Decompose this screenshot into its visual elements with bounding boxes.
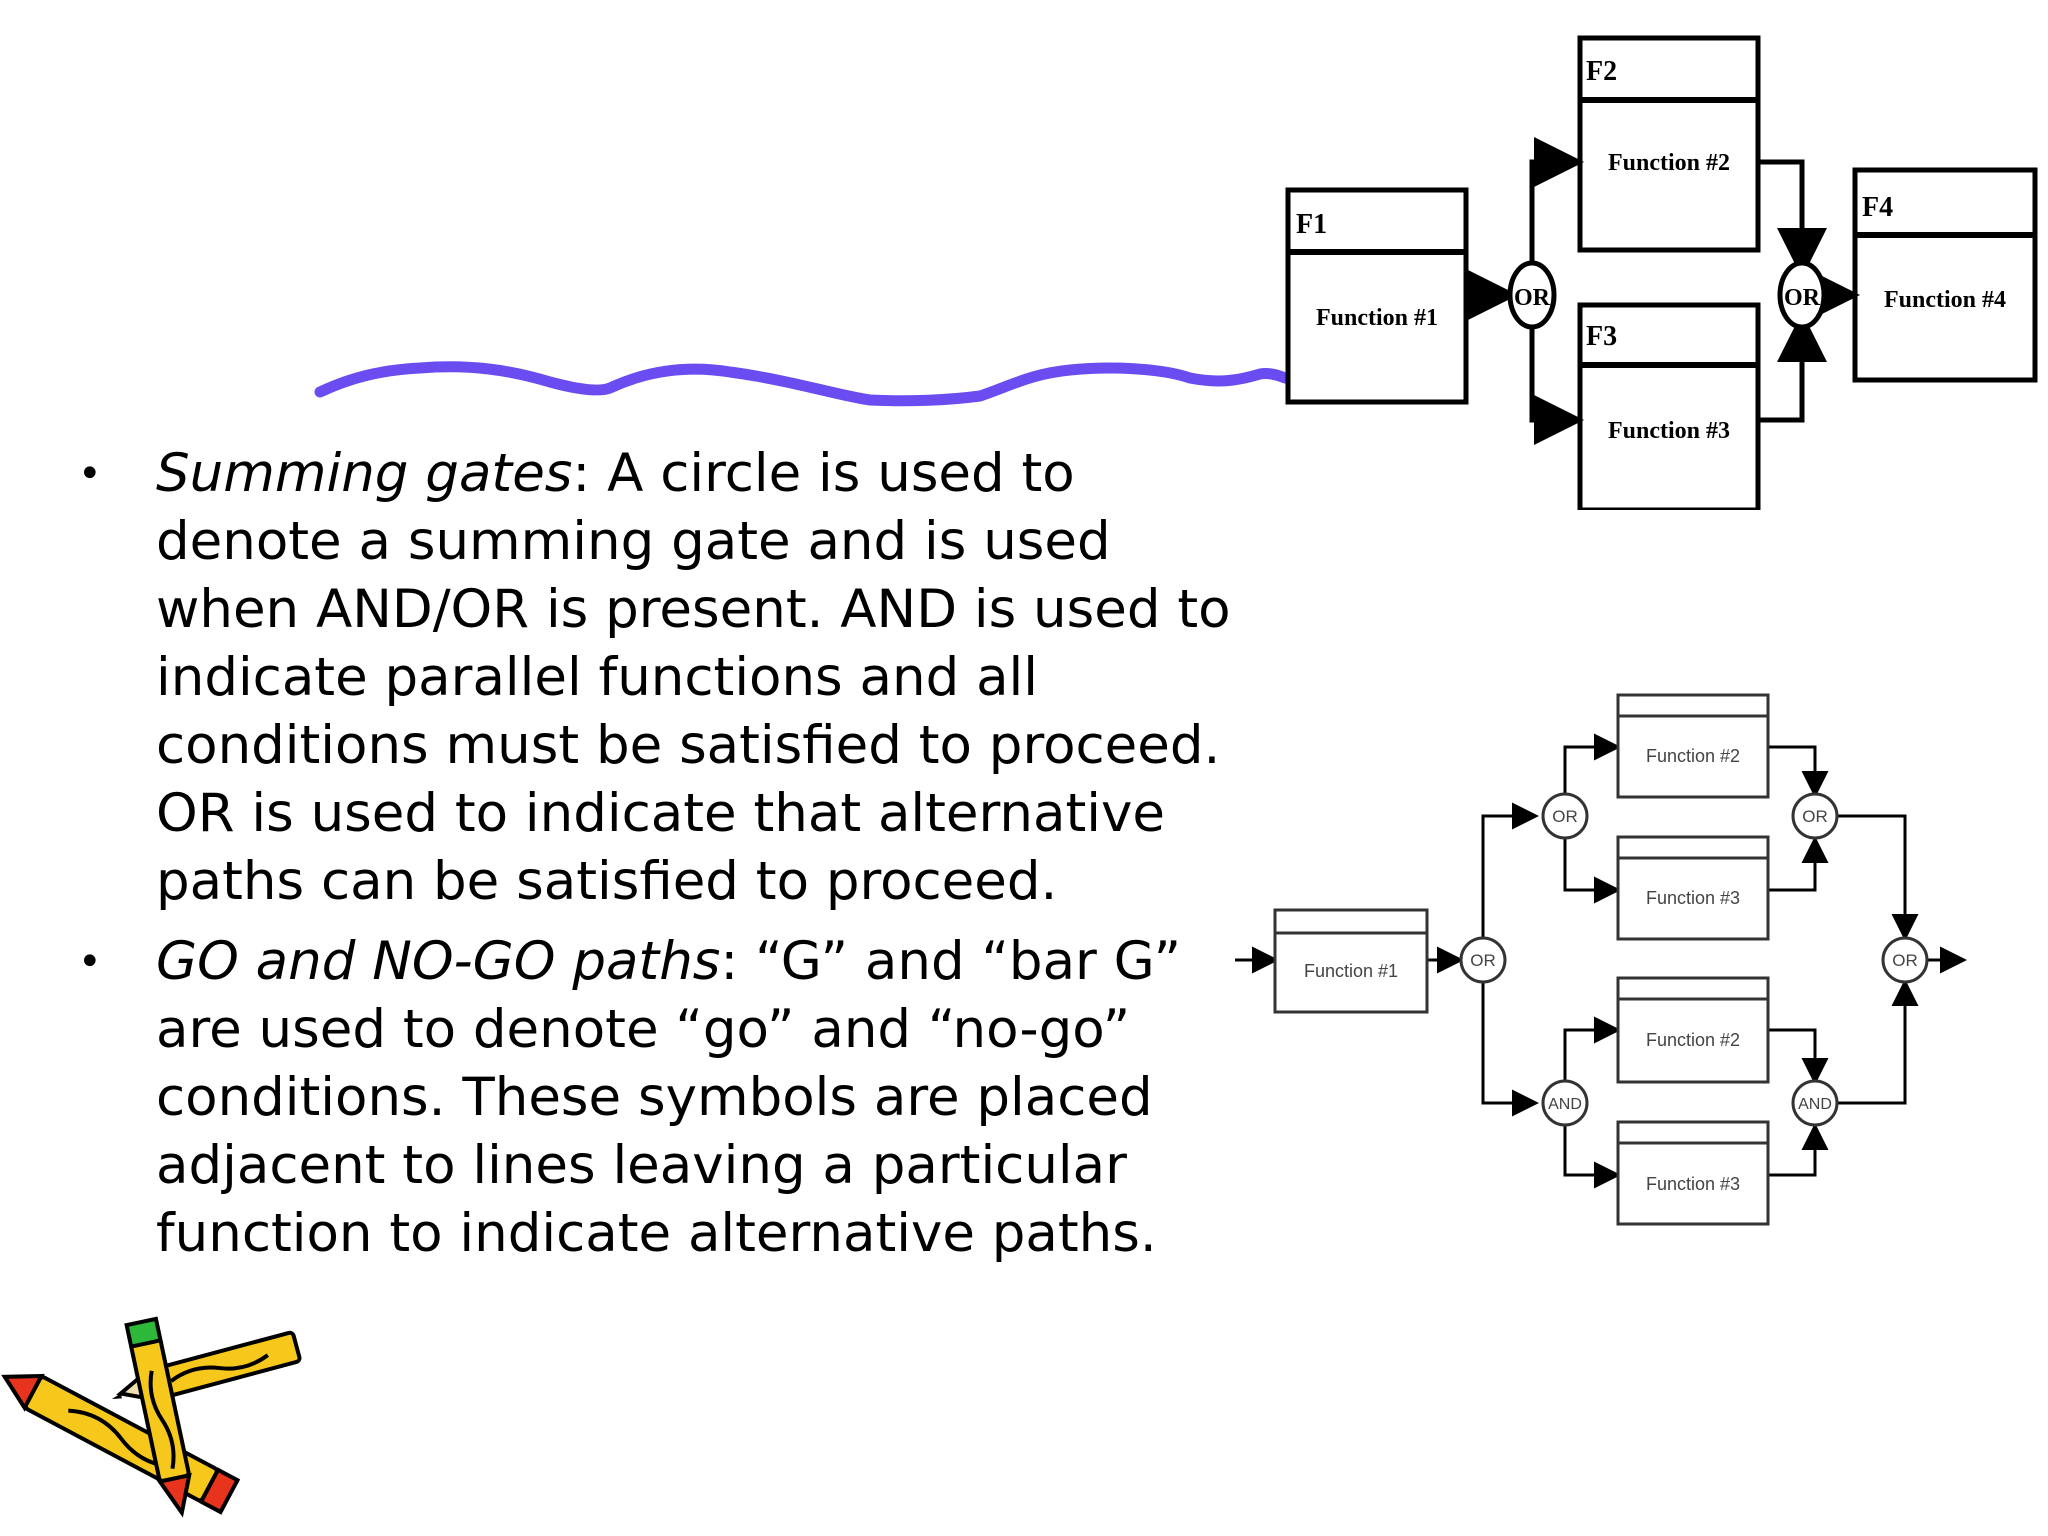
top-diagram-connectors [1466, 137, 1860, 445]
function-block-and-f2: Function #2 [1616, 976, 1770, 1084]
or-gate-split: OR [1507, 260, 1557, 330]
function-block-f2: F2 Function #2 [1577, 35, 1761, 253]
and-gate-join: AND [1791, 1079, 1839, 1127]
function-block-1: Function #1 [1273, 908, 1429, 1014]
function-label: Function #3 [1646, 888, 1740, 908]
f2-label: Function #2 [1608, 150, 1730, 176]
gate-label: AND [1798, 1096, 1832, 1113]
gate-label: OR [1802, 807, 1828, 826]
f4-tag: F4 [1862, 192, 1893, 223]
or-gate-final: OR [1881, 936, 1929, 984]
pencil-icon [124, 1316, 192, 1518]
bullet-term: GO and NO-GO paths [156, 931, 721, 992]
f2-tag: F2 [1586, 56, 1617, 87]
function-block-or-f3: Function #3 [1616, 835, 1770, 941]
or-gate-split: OR [1541, 792, 1589, 840]
summing-gate-diagram-top: F1 Function #1 F2 Function #2 F3 Functio… [1285, 35, 2038, 510]
pencils-icon [1, 1316, 302, 1518]
decorative-wave-line [314, 361, 1290, 407]
gate-label: OR [1552, 807, 1578, 826]
or-gate-label: OR [1514, 285, 1551, 311]
bullet-dot: • [78, 939, 102, 985]
bullet-list: • Summing gates: A circle is used to den… [70, 440, 1250, 1280]
f4-label: Function #4 [1884, 287, 2006, 313]
bullet-text: : “G” and “bar G” are used to denote “go… [156, 931, 1182, 1264]
or-gate-join: OR [1791, 792, 1839, 840]
or-gate-main: OR [1459, 936, 1507, 984]
gate-label: AND [1548, 1096, 1582, 1113]
and-gate-split: AND [1541, 1079, 1589, 1127]
or-gate-label: OR [1784, 285, 1821, 311]
function-block-or-f2: Function #2 [1616, 693, 1770, 799]
f1-tag: F1 [1296, 209, 1327, 240]
function-block-f1: F1 Function #1 [1285, 187, 1469, 405]
function-label: Function #1 [1304, 961, 1398, 981]
function-block-f4: F4 Function #4 [1852, 167, 2038, 383]
bullet-term: Summing gates [156, 443, 573, 504]
bullet-go-no-go: • GO and NO-GO paths: “G” and “bar G” ar… [70, 928, 1250, 1268]
bullet-summing-gates: • Summing gates: A circle is used to den… [70, 440, 1250, 916]
f1-label: Function #1 [1316, 305, 1438, 331]
gate-label: OR [1892, 951, 1918, 970]
bottom-diagram-connectors [1235, 733, 1967, 1189]
f3-label: Function #3 [1608, 418, 1730, 444]
bullet-dot: • [78, 451, 102, 497]
bullet-text: : A circle is used to denote a summing g… [156, 443, 1231, 912]
function-label: Function #2 [1646, 746, 1740, 766]
f3-tag: F3 [1586, 321, 1617, 352]
or-gate-join: OR [1777, 260, 1827, 330]
function-label: Function #3 [1646, 1174, 1740, 1194]
function-block-f3: F3 Function #3 [1577, 302, 1761, 510]
gate-label: OR [1470, 951, 1496, 970]
function-label: Function #2 [1646, 1030, 1740, 1050]
function-block-and-f3: Function #3 [1616, 1120, 1770, 1226]
summing-gate-diagram-bottom: Function #1 Function #2 Function #3 Func… [1235, 693, 1967, 1226]
